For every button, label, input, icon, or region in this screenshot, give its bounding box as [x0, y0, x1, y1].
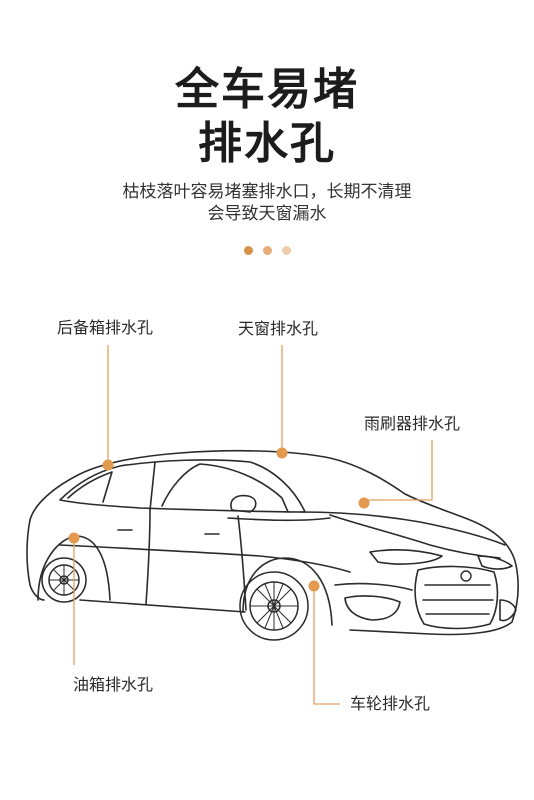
pagination-dots	[0, 246, 534, 255]
front-window	[161, 463, 289, 513]
marker-sunroof	[276, 447, 288, 459]
side-character-line	[59, 544, 351, 573]
lower-intake-left	[344, 595, 401, 621]
label-wiper-drain: 雨刷器排水孔	[364, 414, 461, 433]
label-wheel-drain: 车轮排水孔	[350, 694, 431, 713]
marker-fuel	[68, 532, 80, 544]
wheels	[41, 557, 309, 641]
page-title-line-2: 排水孔	[198, 118, 336, 169]
dot-1	[243, 246, 253, 255]
leader-lines	[73, 345, 433, 705]
drain-markers	[68, 447, 370, 592]
marker-wheel	[308, 580, 320, 592]
brand-emblem-icon	[460, 570, 472, 582]
page-title-line-1: 全车易堵	[175, 64, 359, 115]
subtitle-line-2: 会导致天窗漏水	[207, 204, 327, 224]
rear-window	[67, 471, 113, 503]
label-sunroof-drain: 天窗排水孔	[238, 319, 319, 338]
side-mirror	[230, 494, 257, 513]
b-pillar	[149, 461, 156, 511]
front-grille	[414, 565, 499, 630]
car-rocker-line	[79, 599, 246, 613]
car-lower-body	[26, 519, 45, 601]
headlight-right	[477, 555, 513, 570]
headlight	[369, 549, 443, 565]
windshield-base	[227, 517, 331, 522]
rear-wheel	[41, 557, 87, 603]
leader-wiper	[365, 440, 433, 501]
side-window-frame	[59, 459, 306, 513]
front-bumper	[334, 582, 413, 591]
door-line-rear	[145, 509, 151, 605]
front-wheel-arch	[242, 557, 333, 626]
dot-3	[281, 246, 291, 255]
marker-trunk	[102, 459, 114, 471]
marker-wiper	[358, 497, 370, 509]
door-line-front	[237, 515, 247, 611]
subtitle-line-1: 枯枝落叶容易堵塞排水口，长期不清理	[122, 182, 412, 202]
label-fuel-drain: 油箱排水孔	[73, 675, 154, 694]
hood-line	[299, 511, 506, 546]
car-outline	[26, 449, 519, 636]
label-trunk-drain: 后备箱排水孔	[57, 318, 154, 337]
leader-wheel	[313, 586, 340, 705]
front-wheel	[239, 571, 309, 641]
lower-intake-right	[499, 599, 517, 622]
dot-2	[262, 246, 272, 255]
